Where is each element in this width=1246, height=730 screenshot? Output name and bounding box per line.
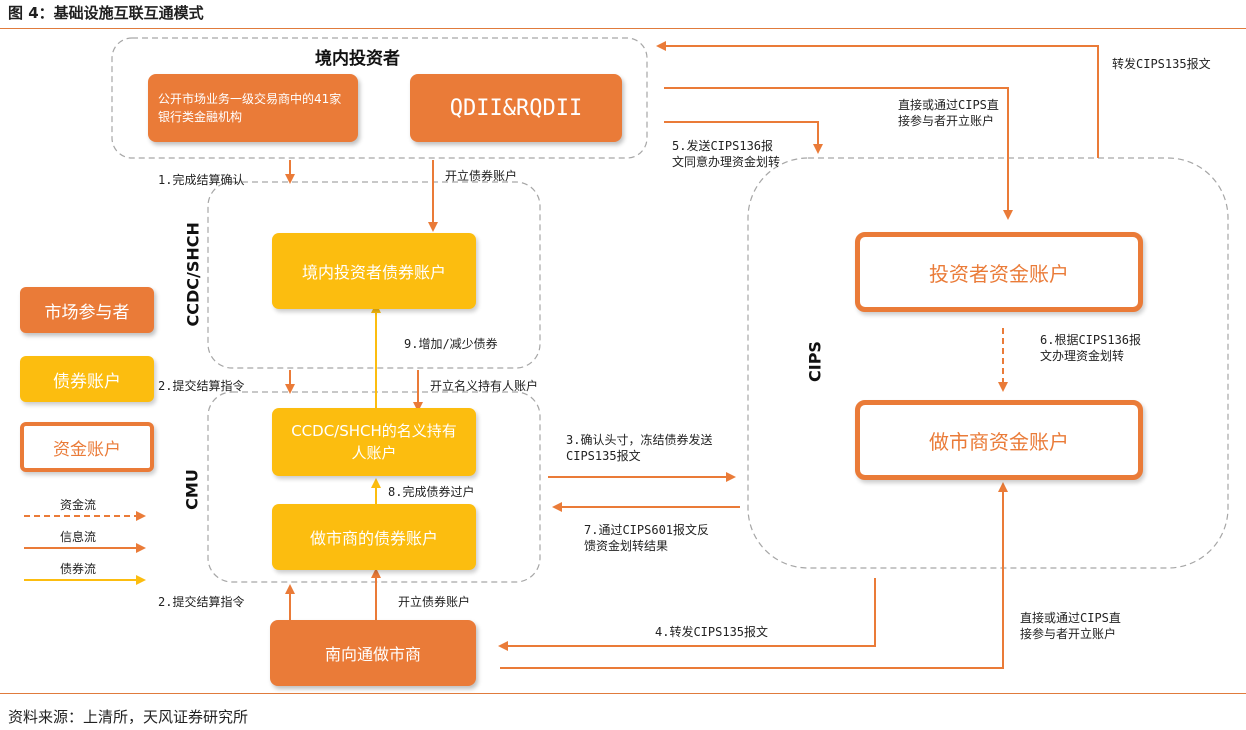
note-complete-transfer: 8.完成债券过户 xyxy=(388,485,475,499)
qdii-box: QDII&RQDII xyxy=(410,74,622,142)
note-open-bond-account: 开立债券账户 xyxy=(445,169,518,183)
domestic-bond-account-box: 境内投资者债券账户 xyxy=(272,233,476,309)
nominee-account-label: CCDC/SHCH的名义持有人账户 xyxy=(291,422,457,462)
note-submit-instruction-2: 2.提交结算指令 xyxy=(158,595,245,609)
southbound-mm-label: 南向通做市商 xyxy=(324,645,421,664)
note-open-nominee: 开立名义持有人账户 xyxy=(430,379,539,393)
figure-source: 资料来源：上清所，天风证券研究所 xyxy=(8,708,249,726)
arrow-open-fund-account-bottom xyxy=(500,482,1008,669)
group-label-domestic: 境内投资者 xyxy=(315,49,400,69)
note-forward-135-top: 转发CIPS135报文 xyxy=(1112,57,1211,71)
note-fund-transfer: 6.根据CIPS136报文办理资金划转 xyxy=(1040,333,1142,363)
legend-fund-account: 资金账户 xyxy=(20,422,154,472)
legend-bond-account-label: 债券账户 xyxy=(53,371,121,392)
investor-fund-account-box: 投资者资金账户 xyxy=(855,232,1143,312)
qdii-box-label: QDII&RQDII xyxy=(449,95,583,121)
note-open-bond-account-2: 开立债券账户 xyxy=(398,595,471,609)
group-frame-cips xyxy=(747,157,1229,569)
domestic-bond-account-label: 境内投资者债券账户 xyxy=(301,263,446,282)
legend-fund-account-label: 资金账户 xyxy=(53,439,121,460)
group-label-cmu: CMU xyxy=(182,469,202,510)
legend-bond-account: 债券账户 xyxy=(20,356,154,402)
southbound-mm-box: 南向通做市商 xyxy=(270,620,476,686)
bottom-rule xyxy=(0,693,1246,694)
arrow-send-136 xyxy=(664,121,823,154)
top-rule xyxy=(0,28,1246,29)
group-label-cips: CIPS xyxy=(805,341,825,382)
group-frame-ccdc xyxy=(207,181,541,369)
note-feedback-601: 7.通过CIPS601报文反馈资金划转结果 xyxy=(584,523,710,553)
note-send-136: 5.发送CIPS136报文同意办理资金划转 xyxy=(672,139,781,169)
note-increase-decrease: 9.增加/减少债券 xyxy=(404,337,498,351)
mm-bond-account-box: 做市商的债券账户 xyxy=(272,504,476,570)
arrow-open-fund-account-top xyxy=(664,87,1013,220)
note-forward-135: 4.转发CIPS135报文 xyxy=(655,625,769,639)
note-confirm-position: 3.确认头寸，冻结债券发送CIPS135报文 xyxy=(566,433,713,463)
banks-box-label: 公开市场业务一级交易商中的41家银行类金融机构 xyxy=(158,92,342,124)
note-submit-instruction-1: 2.提交结算指令 xyxy=(158,379,245,393)
legend-bond-flow-label: 债券流 xyxy=(60,562,97,576)
legend-market-participant: 市场参与者 xyxy=(20,287,154,333)
banks-box: 公开市场业务一级交易商中的41家银行类金融机构 xyxy=(148,74,358,142)
legend-fund-flow-label: 资金流 xyxy=(60,498,97,512)
group-frame-domestic xyxy=(111,37,648,159)
group-label-ccdc: CCDC/SHCH xyxy=(183,222,203,327)
legend-market-participant-label: 市场参与者 xyxy=(44,302,130,323)
note-settle-confirm: 1.完成结算确认 xyxy=(158,173,245,187)
figure-title: 图 4：基础设施互联互通模式 xyxy=(8,4,204,22)
arrow-forward-135 xyxy=(498,578,876,651)
nominee-account-box: CCDC/SHCH的名义持有人账户 xyxy=(272,408,476,476)
arrow-forward-135-top xyxy=(656,41,1099,158)
investor-fund-account-label: 投资者资金账户 xyxy=(929,261,1069,286)
legend-info-flow-label: 信息流 xyxy=(60,530,97,544)
mm-fund-account-box: 做市商资金账户 xyxy=(855,400,1143,480)
group-frame-cmu xyxy=(207,391,541,583)
mm-fund-account-label: 做市商资金账户 xyxy=(929,429,1069,454)
mm-bond-account-label: 做市商的债券账户 xyxy=(309,529,438,548)
note-open-fund-bottom: 直接或通过CIPS直接参与者开立账户 xyxy=(1020,611,1121,641)
note-open-fund-top: 直接或通过CIPS直接参与者开立账户 xyxy=(898,98,999,128)
